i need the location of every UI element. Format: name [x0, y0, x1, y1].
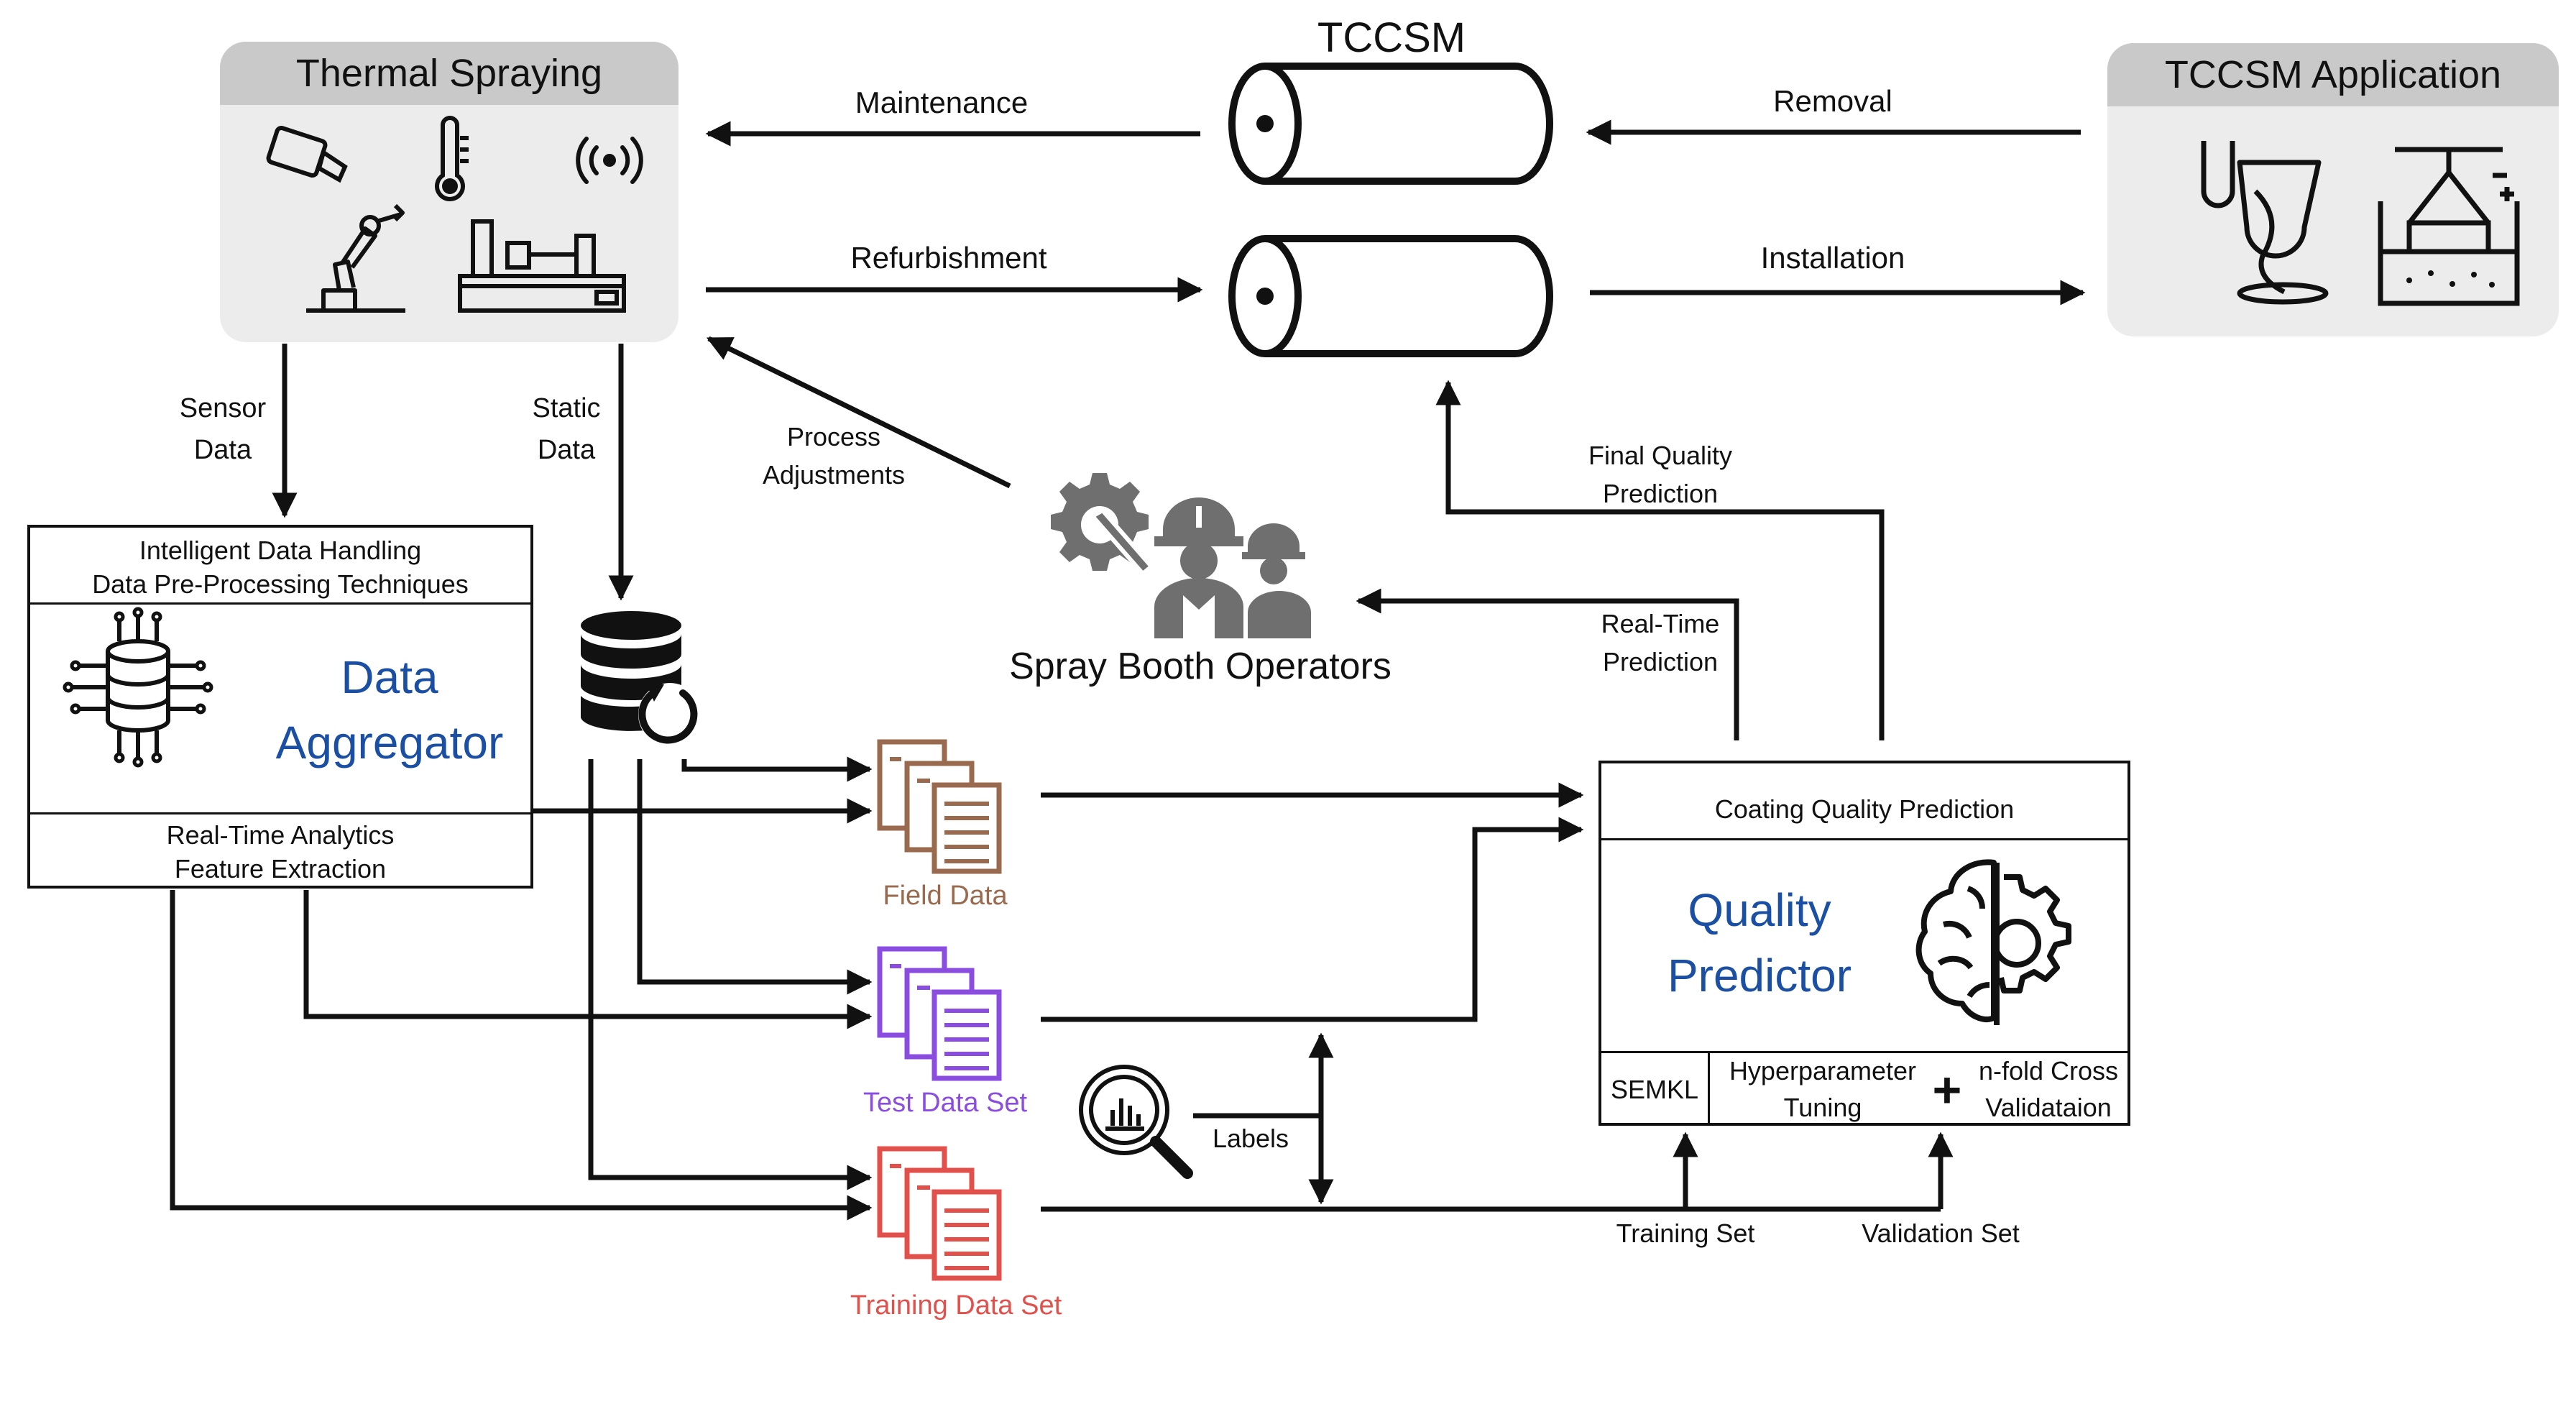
- test-data-label: Test Data Set: [862, 1088, 1028, 1118]
- ladle-pour-icon: [2201, 141, 2329, 305]
- aggregator-divider-top: [30, 602, 530, 605]
- db-to-training: [588, 759, 873, 1190]
- final-quality-arrow: [1435, 380, 1885, 740]
- data-aggregator-title: Data Aggregator: [275, 651, 504, 768]
- predictor-divider-bottom: [1601, 1051, 2128, 1053]
- operators-icon: [1051, 473, 1311, 638]
- hyperparameter-tuning-label: Hyperparameter Tuning: [1729, 1056, 1917, 1123]
- data-aggregator-box: Intelligent Data Handling Data Pre-Proce…: [27, 525, 533, 889]
- real-time-prediction-arrow: [1356, 588, 1739, 740]
- aggregator-to-training: [170, 890, 873, 1221]
- brain-gear-icon: [1915, 859, 2071, 1025]
- quality-predictor-title: Quality Predictor: [1667, 884, 1852, 1001]
- field-data-icon: [877, 739, 1002, 874]
- maintenance-label: Maintenance: [855, 86, 1029, 119]
- test-to-predictor: [1041, 817, 1584, 1022]
- roller-top-icon: [1228, 63, 1553, 185]
- database-circuit-icon: [63, 607, 213, 768]
- process-adjustments-arrow: [706, 336, 1011, 489]
- database-sync-icon: [581, 611, 702, 746]
- tccsm-application-card: TCCSM Application: [2107, 43, 2559, 336]
- nfold-cv-label: n-fold Cross Validataion: [1978, 1056, 2119, 1123]
- plus-sign: +: [1932, 1062, 1962, 1118]
- real-time-prediction-label: Real-Time Prediction: [1601, 609, 1720, 677]
- db-to-test: [637, 759, 873, 995]
- thermometer-icon: [435, 116, 469, 201]
- roller-bottom-icon: [1228, 235, 1553, 357]
- static-data-label: Static Data: [532, 393, 601, 465]
- db-to-field: [681, 756, 873, 782]
- quality-predictor-header: Coating Quality Prediction: [1714, 794, 2015, 824]
- test-data-icon: [877, 946, 1002, 1081]
- data-aggregator-footer: Real-Time Analytics Feature Extraction: [166, 820, 395, 884]
- tccsm-title: TCCSM: [1317, 14, 1466, 61]
- electrolysis-tank-icon: [2378, 147, 2520, 306]
- refurbishment-label: Refurbishment: [850, 241, 1047, 275]
- tccsm-application-title: TCCSM Application: [2107, 43, 2559, 106]
- final-quality-prediction-label: Final Quality Prediction: [1588, 441, 1733, 509]
- operators-label: Spray Booth Operators: [1009, 646, 1392, 687]
- robot-arm-icon: [306, 203, 405, 313]
- removal-label: Removal: [1773, 84, 1892, 118]
- training-set-label: Training Set: [1616, 1218, 1755, 1248]
- lathe-machine-icon: [458, 219, 626, 313]
- magnifier-chart-icon: [1079, 1065, 1193, 1179]
- quality-predictor-box: Coating Quality Prediction Quality Predi…: [1598, 761, 2130, 1126]
- thermal-spraying-title: Thermal Spraying: [220, 42, 678, 105]
- validation-set-label: Validation Set: [1862, 1218, 2020, 1248]
- process-adjustments-label: Process Adjustments: [762, 422, 906, 490]
- labels-label: Labels: [1212, 1124, 1289, 1153]
- wireless-signal-icon: [576, 137, 643, 184]
- training-data-icon: [877, 1146, 1002, 1281]
- predictor-divider-semkl: [1708, 1051, 1710, 1126]
- field-data-label: Field Data: [883, 881, 1008, 911]
- semkl-label: SEMKL: [1610, 1075, 1699, 1104]
- predictor-divider-top: [1601, 838, 2128, 840]
- aggregator-to-test: [303, 890, 873, 1029]
- training-data-label: Training Data Set: [850, 1290, 1062, 1321]
- installation-label: Installation: [1760, 241, 1905, 275]
- aggregator-divider-bottom: [30, 812, 530, 814]
- camera-icon: [266, 125, 348, 183]
- data-aggregator-header: Intelligent Data Handling Data Pre-Proce…: [92, 536, 469, 600]
- sensor-data-label: Sensor Data: [179, 393, 267, 465]
